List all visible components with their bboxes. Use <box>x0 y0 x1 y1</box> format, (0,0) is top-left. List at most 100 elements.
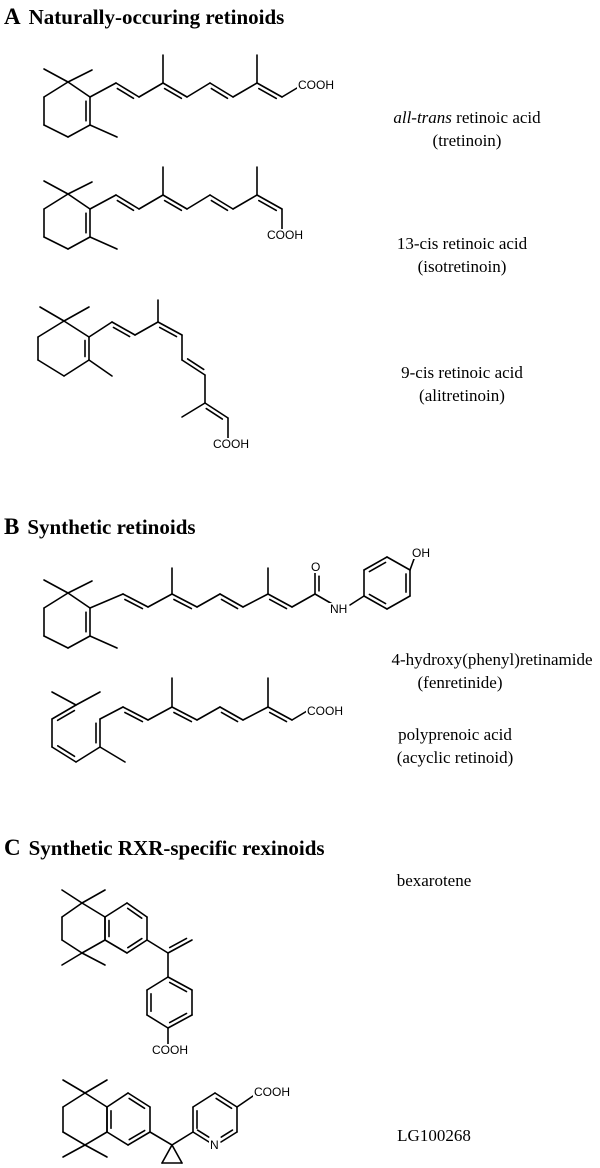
compound-label-isotretinoin: 13-cis retinoic acid (isotretinoin) <box>397 232 527 278</box>
bond <box>215 1097 233 1110</box>
bond <box>89 82 117 98</box>
bond <box>167 976 193 991</box>
bond <box>162 194 188 210</box>
bond <box>124 598 144 610</box>
bond <box>167 1014 193 1029</box>
bond <box>56 745 76 758</box>
bond <box>115 194 140 210</box>
bond <box>116 199 135 212</box>
bond <box>62 1092 86 1108</box>
compound-name: 4-hydroxy(phenyl)retinamide <box>391 650 593 669</box>
bond <box>37 320 65 338</box>
bond <box>99 706 124 720</box>
bond <box>43 68 69 83</box>
bond <box>112 326 131 338</box>
bond <box>106 1131 129 1146</box>
bond <box>168 981 188 993</box>
bond <box>51 746 77 763</box>
bond <box>171 593 198 608</box>
compound-name: polyprenoic acid <box>398 725 512 744</box>
bond <box>149 1131 173 1146</box>
bond <box>104 939 128 954</box>
bond <box>89 593 124 609</box>
bond <box>232 82 258 98</box>
bond <box>62 1144 86 1158</box>
compound-label-bexarotene: bexarotene <box>397 869 472 892</box>
atom-label-o: O <box>310 560 322 574</box>
bond <box>242 706 269 721</box>
bond <box>268 598 288 610</box>
bond <box>181 359 206 376</box>
compound-name: retinoic acid <box>451 108 541 127</box>
compound-name: bexarotene <box>396 871 472 890</box>
bond <box>67 580 93 594</box>
bond <box>124 711 144 723</box>
bond <box>37 359 65 377</box>
bond <box>236 1095 254 1108</box>
bond <box>63 359 90 377</box>
atom-label-cooh: COOH <box>151 1043 189 1057</box>
bond <box>81 952 106 966</box>
bond <box>39 306 65 322</box>
bond <box>242 593 269 608</box>
bond <box>219 593 244 608</box>
bond <box>173 711 193 723</box>
bond <box>127 1131 151 1146</box>
bond <box>363 556 388 571</box>
compound-label-fenretinide: 4-hydroxy(phenyl)retinamide (fenretinide… <box>391 648 592 694</box>
bond <box>268 711 288 723</box>
bond <box>43 81 69 98</box>
bond <box>67 181 93 195</box>
bond <box>67 124 91 138</box>
atom-label-cooh: COOH <box>297 78 335 92</box>
section-letter: A <box>4 4 21 29</box>
bond <box>196 593 221 608</box>
bond <box>186 358 205 371</box>
atom-label-cooh: COOH <box>212 437 250 451</box>
atom-label-cooh: COOH <box>253 1085 291 1099</box>
bond <box>220 1129 234 1138</box>
bond <box>128 1097 146 1110</box>
bond <box>43 635 69 649</box>
compound-label-lg100268: LG100268 <box>397 1124 471 1147</box>
bond <box>163 87 183 100</box>
bond <box>81 939 106 954</box>
bond <box>89 635 118 649</box>
bond <box>99 746 126 763</box>
bond <box>111 321 136 336</box>
bond <box>161 1144 173 1164</box>
bond <box>126 902 148 918</box>
section-title: Synthetic retinoids <box>27 515 196 539</box>
bond <box>291 593 316 608</box>
bond <box>163 199 183 212</box>
bond <box>147 706 173 721</box>
section-letter: C <box>4 835 21 860</box>
bond <box>147 593 173 608</box>
bond <box>181 402 206 418</box>
section-title: Synthetic RXR-specific rexinoids <box>28 836 325 860</box>
bond <box>281 87 298 98</box>
compound-name: 9-cis retinoic acid <box>401 363 523 382</box>
bond <box>232 194 258 210</box>
compound-common-name: (fenretinide) <box>417 673 503 692</box>
bond <box>168 937 188 949</box>
bond <box>220 711 239 723</box>
bond <box>168 1012 188 1024</box>
bond <box>146 1014 169 1029</box>
bond <box>122 706 149 721</box>
bond <box>171 1131 194 1146</box>
bond <box>61 939 83 954</box>
bond <box>267 706 293 721</box>
bond <box>128 1129 146 1141</box>
bond <box>116 87 135 100</box>
bond <box>56 709 76 722</box>
bond <box>127 937 143 949</box>
bond <box>106 1092 129 1108</box>
bond <box>67 236 91 250</box>
bond <box>171 1144 183 1164</box>
bond <box>158 326 178 338</box>
bond <box>104 902 128 918</box>
bond <box>219 706 244 721</box>
bond <box>61 952 83 966</box>
bond <box>126 907 143 919</box>
